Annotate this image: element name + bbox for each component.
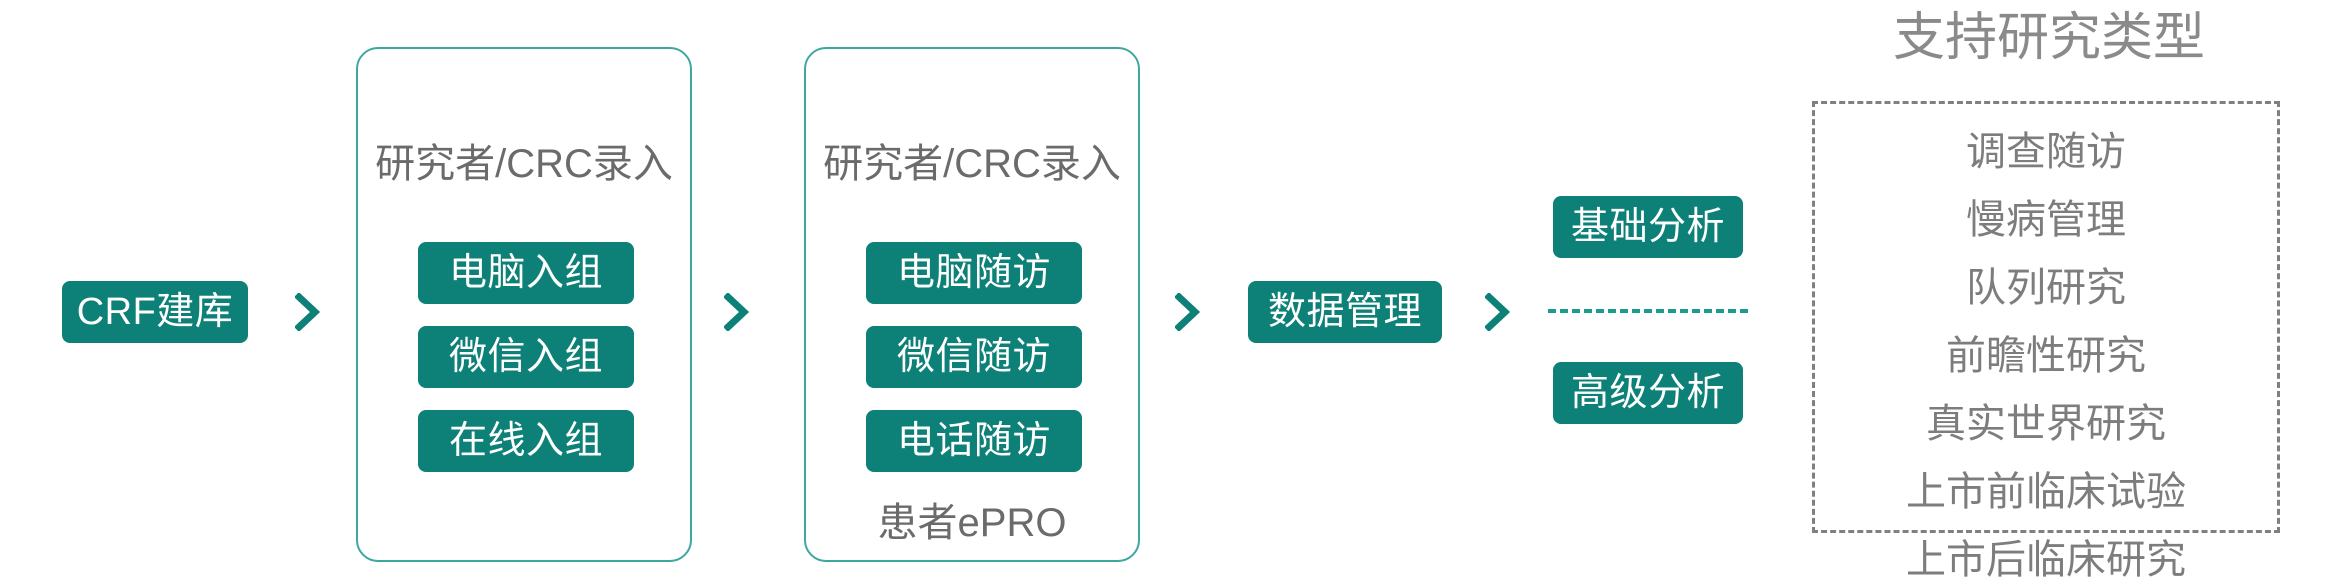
followup-option-phone-label: 电话随访 [896, 420, 1051, 462]
followup-card: 研究者/CRC录入 电脑随访 微信随访 电话随访 患者ePRO [804, 47, 1140, 562]
enrollment-option-online-label: 在线入组 [448, 420, 603, 462]
basic-analysis-block[interactable]: 基础分析 [1553, 196, 1743, 258]
followup-option-wechat[interactable]: 微信随访 [866, 326, 1082, 388]
chevron-right-icon-1 [288, 285, 328, 339]
data-management-label: 数据管理 [1267, 291, 1422, 333]
enrollment-option-wechat[interactable]: 微信入组 [418, 326, 634, 388]
advanced-analysis-block[interactable]: 高级分析 [1553, 362, 1743, 424]
study-types-list: 调查随访 慢病管理 队列研究 前瞻性研究 真实世界研究 上市前临床试验 上市后临… [1815, 132, 2277, 580]
study-types-box: 调查随访 慢病管理 队列研究 前瞻性研究 真实世界研究 上市前临床试验 上市后临… [1812, 101, 2280, 580]
advanced-analysis-label: 高级分析 [1571, 372, 1726, 414]
data-management-block[interactable]: 数据管理 [1248, 281, 1442, 343]
list-item: 上市后临床研究 [1906, 538, 2186, 582]
list-item: 慢病管理 [1966, 198, 2126, 242]
chevron-right-icon-3 [1168, 285, 1208, 339]
chevron-right-icon-4 [1478, 285, 1518, 339]
chevron-right-icon-2 [717, 285, 757, 339]
list-item: 真实世界研究 [1926, 402, 2166, 446]
enrollment-option-computer-label: 电脑入组 [448, 252, 603, 294]
followup-option-wechat-label: 微信随访 [896, 336, 1051, 378]
list-item: 上市前临床试验 [1906, 470, 2186, 514]
list-item: 队列研究 [1966, 266, 2126, 310]
enrollment-card-title: 研究者/CRC录入 [375, 142, 673, 186]
followup-option-computer-label: 电脑随访 [896, 252, 1051, 294]
crf-build-label: CRF建库 [76, 291, 234, 333]
followup-option-computer[interactable]: 电脑随访 [866, 242, 1082, 304]
enrollment-option-wechat-label: 微信入组 [448, 336, 603, 378]
enrollment-option-online[interactable]: 在线入组 [418, 410, 634, 472]
crf-build-block[interactable]: CRF建库 [62, 281, 248, 343]
followup-option-phone[interactable]: 电话随访 [866, 410, 1082, 472]
followup-card-footer: 患者ePRO [877, 501, 1067, 545]
study-types-panel-title: 支持研究类型 [1893, 9, 2206, 67]
enrollment-option-computer[interactable]: 电脑入组 [418, 242, 634, 304]
enrollment-card: 研究者/CRC录入 电脑入组 微信入组 在线入组 [356, 47, 692, 562]
list-item: 前瞻性研究 [1946, 334, 2146, 378]
analysis-dashed-connector [1548, 309, 1748, 313]
list-item: 调查随访 [1966, 130, 2126, 174]
followup-card-title: 研究者/CRC录入 [823, 142, 1121, 186]
basic-analysis-label: 基础分析 [1571, 206, 1726, 248]
